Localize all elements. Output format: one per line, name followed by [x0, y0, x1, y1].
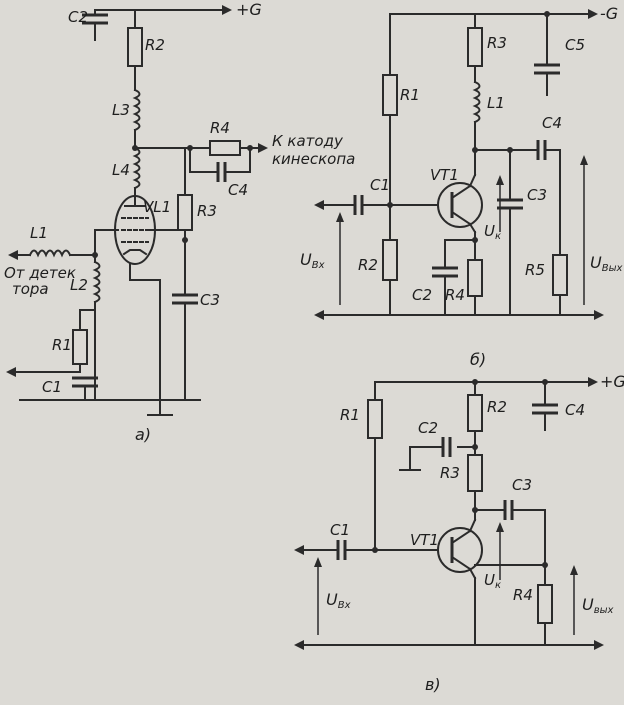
resistor-r1-c: [367, 399, 383, 439]
resistor-r2-b: [382, 239, 398, 281]
inductor-l1-a: [28, 249, 72, 258]
label-uvyx-c-sub: вых: [594, 605, 614, 616]
label-from-detector-1: От детек: [4, 264, 76, 282]
label-uvx-b-sub: Вх: [312, 260, 325, 271]
label-r4-c: R4: [513, 586, 533, 604]
label-uvx-b: UВх: [300, 250, 325, 271]
label-supply-b: -G: [600, 4, 618, 23]
label-to-cathode-2: кинескопа: [272, 150, 355, 168]
label-r5-b: R5: [525, 261, 545, 279]
label-supply-c: +G: [600, 372, 624, 391]
label-uvx-c: UВх: [326, 590, 351, 611]
label-c3-c: C3: [512, 476, 532, 494]
label-c4-c: C4: [565, 401, 585, 419]
caption-c: в): [425, 675, 441, 694]
label-uk-b-k: к: [495, 231, 501, 242]
label-r1-a: R1: [52, 336, 72, 354]
label-uvx-c-sub: Вх: [338, 600, 351, 611]
label-uk-c-u: U: [484, 571, 495, 589]
label-r1-b: R1: [400, 86, 420, 104]
label-c1-c: C1: [330, 521, 350, 539]
resistor-r1-a: [72, 329, 88, 365]
inductor-l2-a: [92, 260, 101, 304]
label-uvyx-c: Uвых: [582, 595, 614, 616]
caption-b: б): [470, 350, 486, 369]
label-vt1-c: VT1: [410, 531, 439, 549]
label-supply-a: +G: [236, 0, 262, 19]
label-c4-b: C4: [542, 114, 562, 132]
label-r2-b: R2: [358, 256, 378, 274]
label-vl1: VL1: [143, 198, 171, 216]
label-from-detector-2: тора: [12, 280, 49, 298]
label-uvyx-c-u: U: [582, 595, 594, 614]
transistor-vt1-b: [437, 182, 483, 228]
resistor-r3-c: [467, 454, 483, 492]
label-r3-c: R3: [440, 464, 460, 482]
label-l1-a: L1: [30, 224, 48, 242]
label-uvx-b-u: U: [300, 250, 312, 269]
label-uk-c: Uк: [484, 571, 501, 591]
label-r1-c: R1: [340, 406, 360, 424]
resistor-r1-b: [382, 74, 398, 116]
panel-a: C2 R2 L3 R4 C4 L4 VL1 R3 L1 L2 R1 C3 C1 …: [4, 0, 355, 444]
label-r4-a: R4: [210, 119, 230, 137]
label-uk-b-u: U: [484, 222, 495, 240]
label-c5-b: C5: [565, 36, 585, 54]
label-uk-b: Uк: [484, 222, 501, 242]
resistor-r2-c: [467, 394, 483, 432]
resistor-r5-b: [552, 254, 568, 296]
label-c1-a: C1: [42, 378, 62, 396]
caption-a: а): [135, 425, 151, 444]
panel-b: R1 R3 C5 L1 C4 VT1 C1 C3 Uк R2 R5 C2 R4 …: [300, 4, 622, 369]
resistor-r3-b: [467, 27, 483, 67]
resistor-r4-c: [537, 584, 553, 624]
inductor-l4-a: [132, 146, 141, 190]
label-r2-a: R2: [145, 36, 165, 54]
resistor-r2-a: [127, 27, 143, 67]
label-l2-a: L2: [70, 276, 88, 294]
label-uvx-c-u: U: [326, 590, 338, 609]
label-c1-b: C1: [370, 176, 390, 194]
label-uvyx-b-u: U: [590, 253, 602, 272]
label-r4-b: R4: [445, 286, 465, 304]
resistor-r4-b: [467, 259, 483, 297]
label-vt1-b: VT1: [430, 166, 459, 184]
label-l3-a: L3: [112, 101, 130, 119]
inductor-l3-a: [132, 88, 141, 132]
panel-c: R1 R2 C2 C4 R3 C3 C1 VT1 Uк R4 UВх Uвых …: [294, 372, 624, 694]
label-l4-a: L4: [112, 161, 130, 179]
label-r3-b: R3: [487, 34, 507, 52]
label-r2-c: R2: [487, 398, 507, 416]
label-c2-b: C2: [412, 286, 432, 304]
label-c3-b: C3: [527, 186, 547, 204]
resistor-r3-a: [177, 194, 193, 231]
label-uvyx-b: UВых: [590, 253, 622, 274]
label-uvyx-b-sub: Вых: [602, 263, 623, 274]
label-uk-c-k: к: [495, 580, 501, 591]
label-to-cathode-1: К катоду: [272, 132, 344, 150]
label-r3-a: R3: [197, 202, 217, 220]
label-l1-b: L1: [487, 94, 505, 112]
label-c2-c: C2: [418, 419, 438, 437]
resistor-r4-a: [209, 140, 241, 156]
label-c3-a: C3: [200, 291, 220, 309]
inductor-l1-b: [472, 80, 481, 124]
label-c4-a: C4: [228, 181, 248, 199]
label-c2-a: C2: [68, 8, 88, 26]
